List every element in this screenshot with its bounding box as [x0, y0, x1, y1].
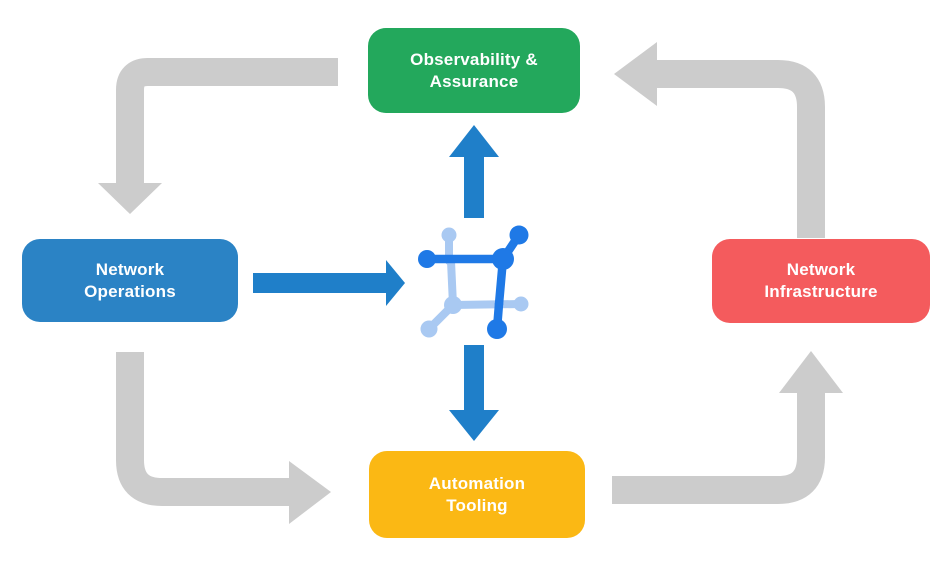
icon-node-corner-tr — [492, 248, 514, 270]
flow-arrow-center-to-automation — [449, 345, 499, 441]
node-label-line: Tooling — [446, 495, 508, 515]
icon-node-bottom-right — [487, 319, 507, 339]
icon-node-top — [441, 227, 457, 243]
icon-light-nodes — [420, 227, 529, 338]
icon-node-bottom-left — [420, 320, 438, 338]
icon-dark-nodes — [418, 225, 529, 339]
node-automation-tooling: Automation Tooling — [369, 451, 585, 538]
node-observability-assurance: Observability & Assurance — [368, 28, 580, 113]
cycle-arrow-automation-to-infrastructure — [612, 351, 843, 504]
node-label-line: Observability & — [410, 49, 538, 69]
node-network-infrastructure: Network Infrastructure — [712, 239, 930, 323]
cycle-arrow-head — [779, 351, 843, 393]
node-label-line: Operations — [84, 281, 176, 301]
cycle-arrow-head — [98, 183, 162, 214]
flow-arrow-head — [449, 410, 499, 441]
icon-node-left — [418, 250, 436, 268]
cycle-arrow-shaft — [116, 352, 289, 506]
cycle-arrow-head — [614, 42, 657, 106]
icon-node-top-right — [509, 225, 529, 245]
flow-arrow-center-to-observability — [449, 125, 499, 218]
node-network-operations: Network Operations — [22, 239, 238, 322]
network-automation-icon — [418, 225, 529, 339]
node-label-line: Assurance — [429, 71, 519, 91]
cycle-arrow-head — [289, 461, 331, 524]
cycle-arrow-shaft — [116, 58, 338, 184]
icon-node-corner-bl — [444, 296, 462, 314]
icon-node-right — [513, 296, 529, 312]
flow-arrow-head — [386, 260, 405, 306]
cycle-arrow-infrastructure-to-observability — [614, 42, 825, 238]
cycle-arrow-shaft — [612, 392, 825, 504]
cycle-arrow-operations-to-automation — [116, 352, 331, 524]
node-label-line: Infrastructure — [764, 282, 878, 301]
icon-edge-bottom — [449, 300, 525, 309]
node-label-line: Automation — [428, 473, 526, 493]
flow-arrow-head — [449, 125, 499, 157]
cycle-arrow-shaft — [657, 60, 825, 238]
node-label-line: Network — [786, 260, 856, 279]
cycle-arrow-observability-to-operations — [98, 58, 338, 214]
node-label-line: Network — [95, 259, 165, 279]
flow-arrow-operations-to-center — [253, 260, 405, 306]
